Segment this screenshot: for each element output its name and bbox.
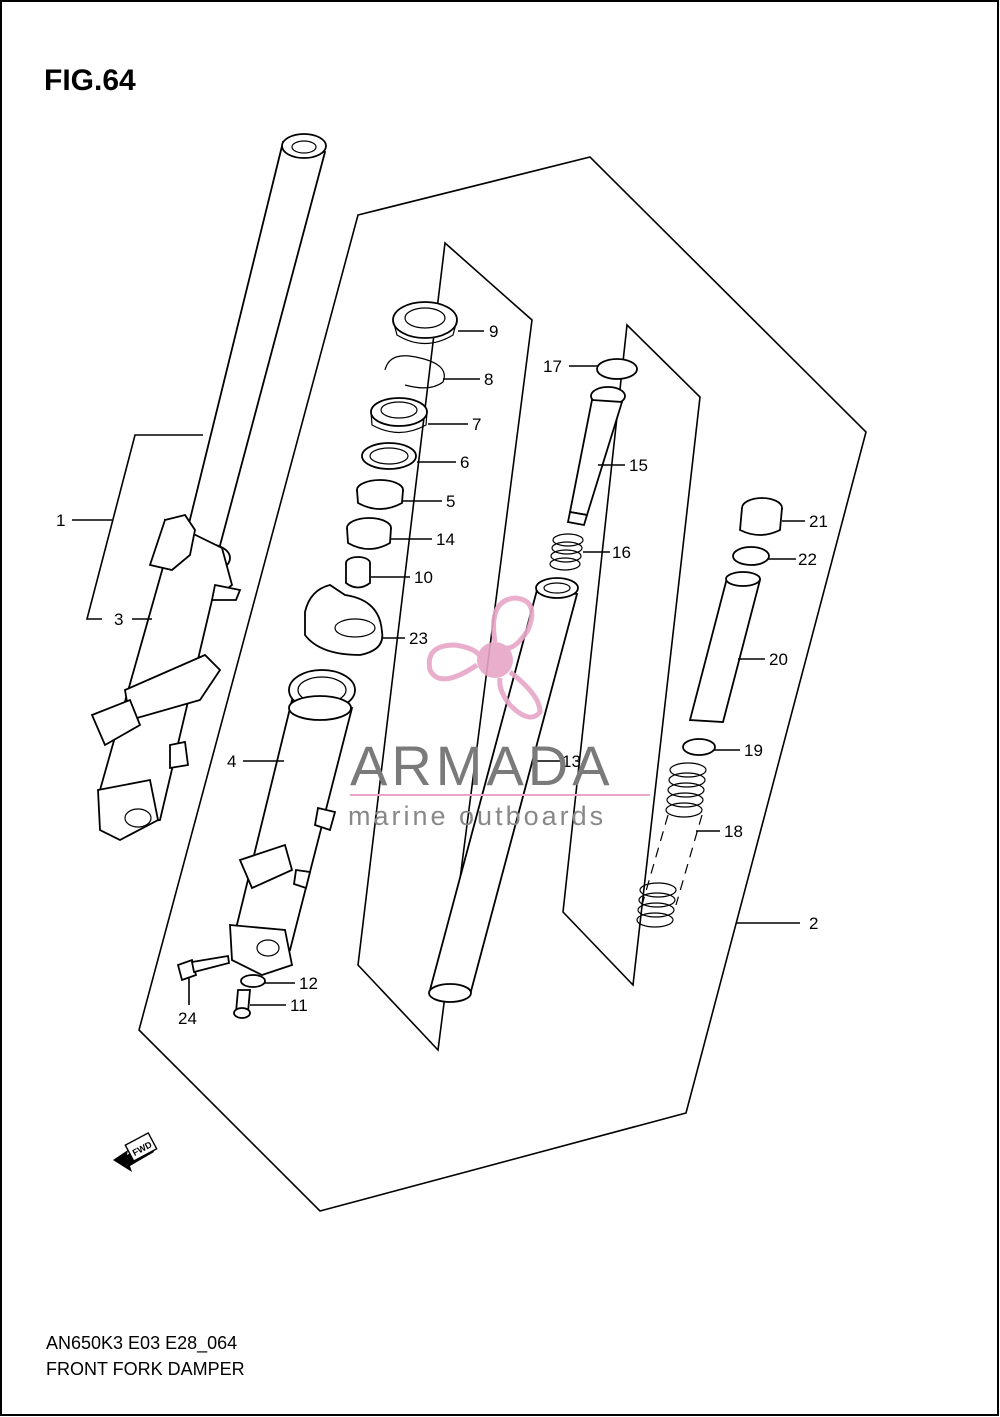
callout-16: 16 bbox=[612, 543, 631, 562]
part-18-fork-spring bbox=[636, 762, 707, 928]
watermark-brand: ARMADA bbox=[350, 734, 614, 797]
callout-4: 4 bbox=[227, 752, 236, 771]
callout-9: 9 bbox=[489, 322, 498, 341]
leader-lines bbox=[72, 330, 805, 1006]
figure-title: FIG.64 bbox=[44, 64, 136, 97]
callout-6: 6 bbox=[460, 453, 469, 472]
fwd-arrow-icon: FWD bbox=[113, 1132, 158, 1172]
watermark-propeller-icon bbox=[426, 595, 543, 720]
part-17-ring bbox=[596, 358, 638, 380]
part-14-slide-bush bbox=[346, 517, 392, 550]
part-23-guard bbox=[304, 584, 384, 656]
figure-caption: FRONT FORK DAMPER bbox=[46, 1359, 245, 1379]
callout-21: 21 bbox=[809, 512, 828, 531]
model-code: AN650K3 E03 E28_064 bbox=[46, 1333, 237, 1354]
fork-leg-part-4 bbox=[229, 669, 356, 976]
callout-11: 11 bbox=[290, 996, 308, 1015]
part-10-oil-lock-piece bbox=[345, 556, 371, 589]
fork-leg-part-1 bbox=[90, 513, 242, 842]
callout-13: 13 bbox=[562, 752, 581, 771]
subgroup-outline-left bbox=[357, 241, 533, 1052]
callout-12: 12 bbox=[299, 974, 318, 993]
part-5-guide-bush bbox=[356, 479, 404, 510]
part-12-gasket bbox=[240, 974, 266, 988]
callout-1: 1 bbox=[56, 511, 65, 530]
callout-3: 3 bbox=[114, 610, 123, 629]
part-22-o-ring bbox=[732, 546, 770, 566]
callout-15: 15 bbox=[629, 456, 648, 475]
callout-14: 14 bbox=[436, 530, 455, 549]
callout-24: 24 bbox=[178, 1009, 197, 1028]
subgroup-outline-right bbox=[562, 323, 701, 987]
callout-18: 18 bbox=[724, 822, 743, 841]
outer-tube-part-3 bbox=[178, 133, 327, 573]
part-13-inner-tube bbox=[428, 577, 579, 1003]
part-24-axle-bolt bbox=[176, 954, 231, 982]
callout-10: 10 bbox=[414, 568, 433, 587]
part-15-damper-rod bbox=[566, 386, 626, 527]
part-21-cap-bolt bbox=[739, 497, 783, 536]
bracket-1-3 bbox=[85, 434, 203, 620]
callout-2: 2 bbox=[809, 914, 818, 933]
callout-labels: 1 2 3 4 5 6 7 8 9 10 11 12 13 14 15 16 1… bbox=[56, 322, 828, 1028]
assembly-2-outline bbox=[138, 156, 867, 1212]
callout-22: 22 bbox=[798, 550, 817, 569]
part-20-spacer bbox=[688, 571, 762, 723]
watermark-tagline: marine outboards bbox=[348, 801, 606, 831]
part-6-washer bbox=[361, 442, 417, 470]
part-8-snap-ring bbox=[384, 355, 445, 389]
callout-5: 5 bbox=[446, 492, 455, 511]
callout-19: 19 bbox=[744, 741, 763, 760]
callout-17: 17 bbox=[543, 357, 562, 376]
callout-8: 8 bbox=[484, 370, 493, 389]
part-9-dust-seal bbox=[392, 301, 458, 345]
part-11-damper-bolt bbox=[233, 989, 251, 1019]
callout-23: 23 bbox=[409, 629, 428, 648]
part-7-oil-seal bbox=[370, 397, 428, 434]
part-19-washer bbox=[682, 738, 716, 756]
callout-20: 20 bbox=[769, 650, 788, 669]
part-16-spring bbox=[549, 533, 584, 571]
callout-7: 7 bbox=[472, 415, 481, 434]
